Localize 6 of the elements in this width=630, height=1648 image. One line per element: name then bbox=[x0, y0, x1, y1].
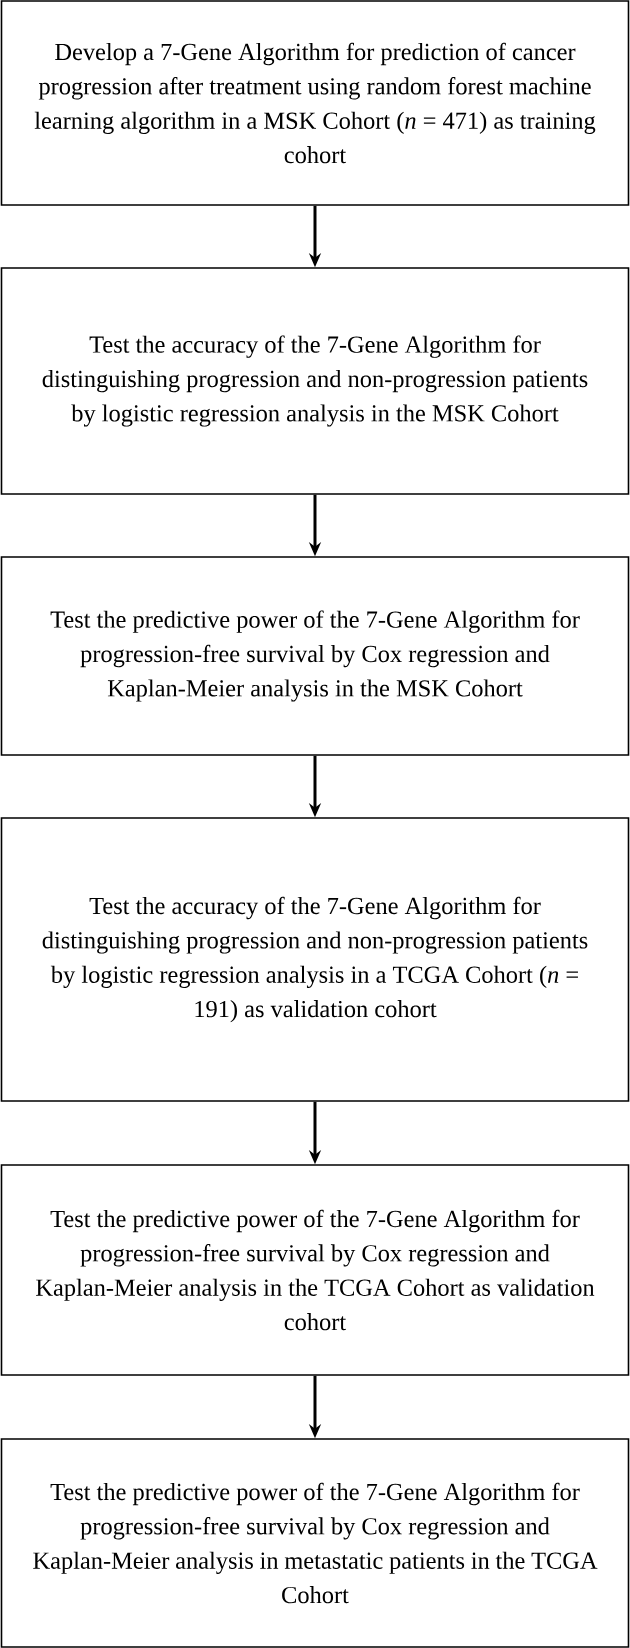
process-box: Test the accuracy of the 7-Gene Algorithm for distinguishing progression and non-progression patients by logistic regression analysis in the MSK Cohort bbox=[0, 267, 630, 495]
process-box: Test the predictive power of the 7-Gene Algorithm for progression-free survival by Cox regression and Kaplan-Meier analysis in the TCGA Cohort as validation cohort bbox=[0, 1164, 630, 1376]
process-box: Develop a 7-Gene Algorithm for prediction of cancer progression after treatment using random forest machine learning algorithm in a MSK Cohort (n = 471) as training cohort bbox=[0, 0, 630, 206]
process-box: Test the predictive power of the 7-Gene Algorithm for progression-free survival by Cox regression and Kaplan-Meier analysis in metastatic patients in the TCGA Cohort bbox=[0, 1438, 630, 1648]
process-box: Test the accuracy of the 7-Gene Algorithm for distinguishing progression and non-progression patients by logistic regression analysis in a TCGA Cohort (n = 191) as validation cohort bbox=[0, 817, 630, 1102]
process-box: Test the predictive power of the 7-Gene Algorithm for progression-free survival by Cox regression and Kaplan-Meier analysis in the MSK Cohort bbox=[0, 556, 630, 756]
